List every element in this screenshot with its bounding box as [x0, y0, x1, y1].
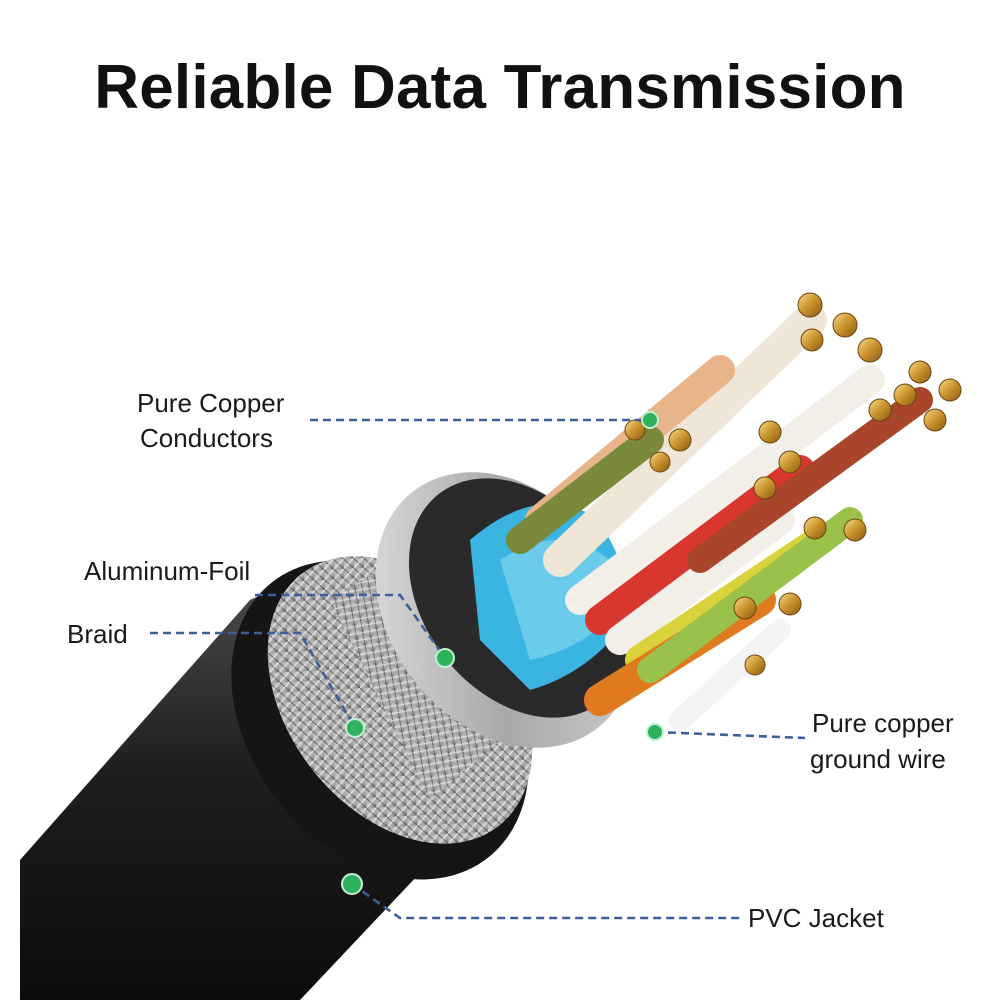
marker-dot-foil	[435, 648, 455, 668]
label-pure-copper-ground-wire-line2: ground wire	[810, 744, 946, 774]
label-pvc-jacket: PVC Jacket	[748, 903, 885, 933]
marker-dot-braid	[345, 718, 365, 738]
label-aluminum-foil: Aluminum-Foil	[84, 556, 250, 586]
label-braid: Braid	[67, 619, 128, 649]
leader-line-jacket	[351, 882, 740, 920]
marker-dot-jacket	[341, 873, 363, 895]
label-pure-copper-conductors-line1: Pure Copper	[137, 388, 285, 418]
label-pure-copper-ground-wire-line1: Pure copper	[812, 708, 954, 738]
marker-dot-ground-wire	[646, 723, 664, 741]
label-pure-copper-conductors-line2: Conductors	[140, 423, 273, 453]
marker-dot-conductors	[641, 411, 659, 429]
leader-line-foil	[255, 593, 447, 659]
leader-line-ground-wire	[654, 730, 806, 740]
leader-line-braid	[150, 631, 357, 729]
copper-pins	[624, 292, 962, 676]
page-title: Reliable Data Transmission	[94, 53, 906, 122]
